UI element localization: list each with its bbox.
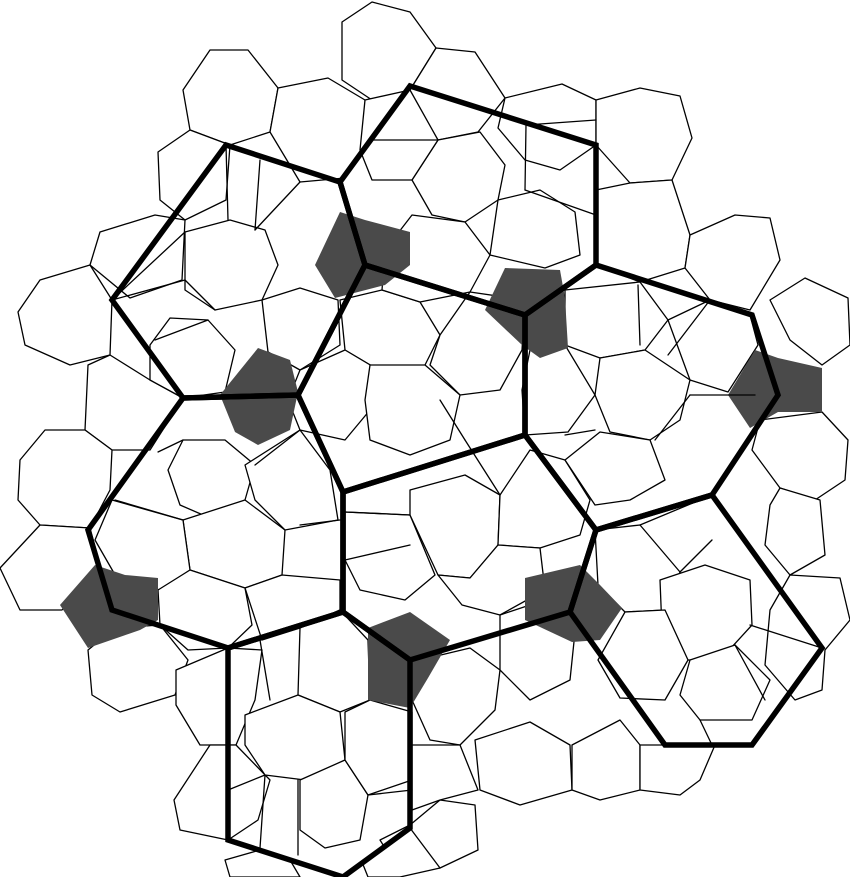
tile [411,647,501,746]
tile [594,349,691,441]
tile [411,131,506,223]
tile [571,719,641,801]
subdivision-line [699,719,713,746]
subdivision-line [749,624,823,649]
tile [224,849,301,877]
tile [684,214,781,311]
subdivision-line [225,144,229,221]
subdivision-line [254,429,301,466]
tile [521,344,596,436]
subdivision-line [654,394,691,441]
tile [149,317,236,399]
inner-tiles [94,89,771,849]
subdivision-line [157,439,184,453]
superstructure [84,82,826,877]
subdivision-line [734,644,766,701]
subdivision-line [637,284,641,346]
tile [564,431,666,506]
tile [182,49,279,146]
subdivision-line [114,499,184,521]
subdivision-line [154,319,209,341]
subdivision-line [254,159,261,231]
tile [17,429,113,529]
tile [764,487,826,576]
tile [595,87,693,184]
tile [89,214,186,299]
tile [597,609,689,701]
tile [364,364,461,456]
tile [474,721,573,806]
subdivision-line [111,279,186,301]
subdivision-line [367,789,413,796]
subdivision-line [679,539,713,573]
tile [157,129,231,221]
subdivision-line [564,429,596,436]
subdivision-line [111,231,186,301]
subdivision-line [344,544,411,561]
tile [489,189,581,269]
tile [764,574,850,701]
tile [184,219,279,311]
tile [564,281,669,359]
tile [769,277,850,366]
tile [17,264,113,366]
subdivision-line [184,279,216,311]
subdivision-line [344,511,411,516]
super-tile-outline [566,491,826,748]
subdivision-line [439,399,466,441]
subdivision-line [259,639,271,701]
subdivision-line [227,774,266,791]
subdivision-line [259,774,266,849]
subdivision-line [524,124,527,191]
tile [437,544,546,616]
super-tile-outline [225,608,413,877]
subdivision-line [667,299,711,356]
subdivision-line [299,519,341,526]
subdivision-lines [111,119,823,856]
shaded-tiles [60,212,822,708]
subdivision-line [254,181,301,231]
tile [639,744,716,796]
tile [751,411,849,501]
subdivision-line [524,189,597,216]
tile [173,744,271,841]
